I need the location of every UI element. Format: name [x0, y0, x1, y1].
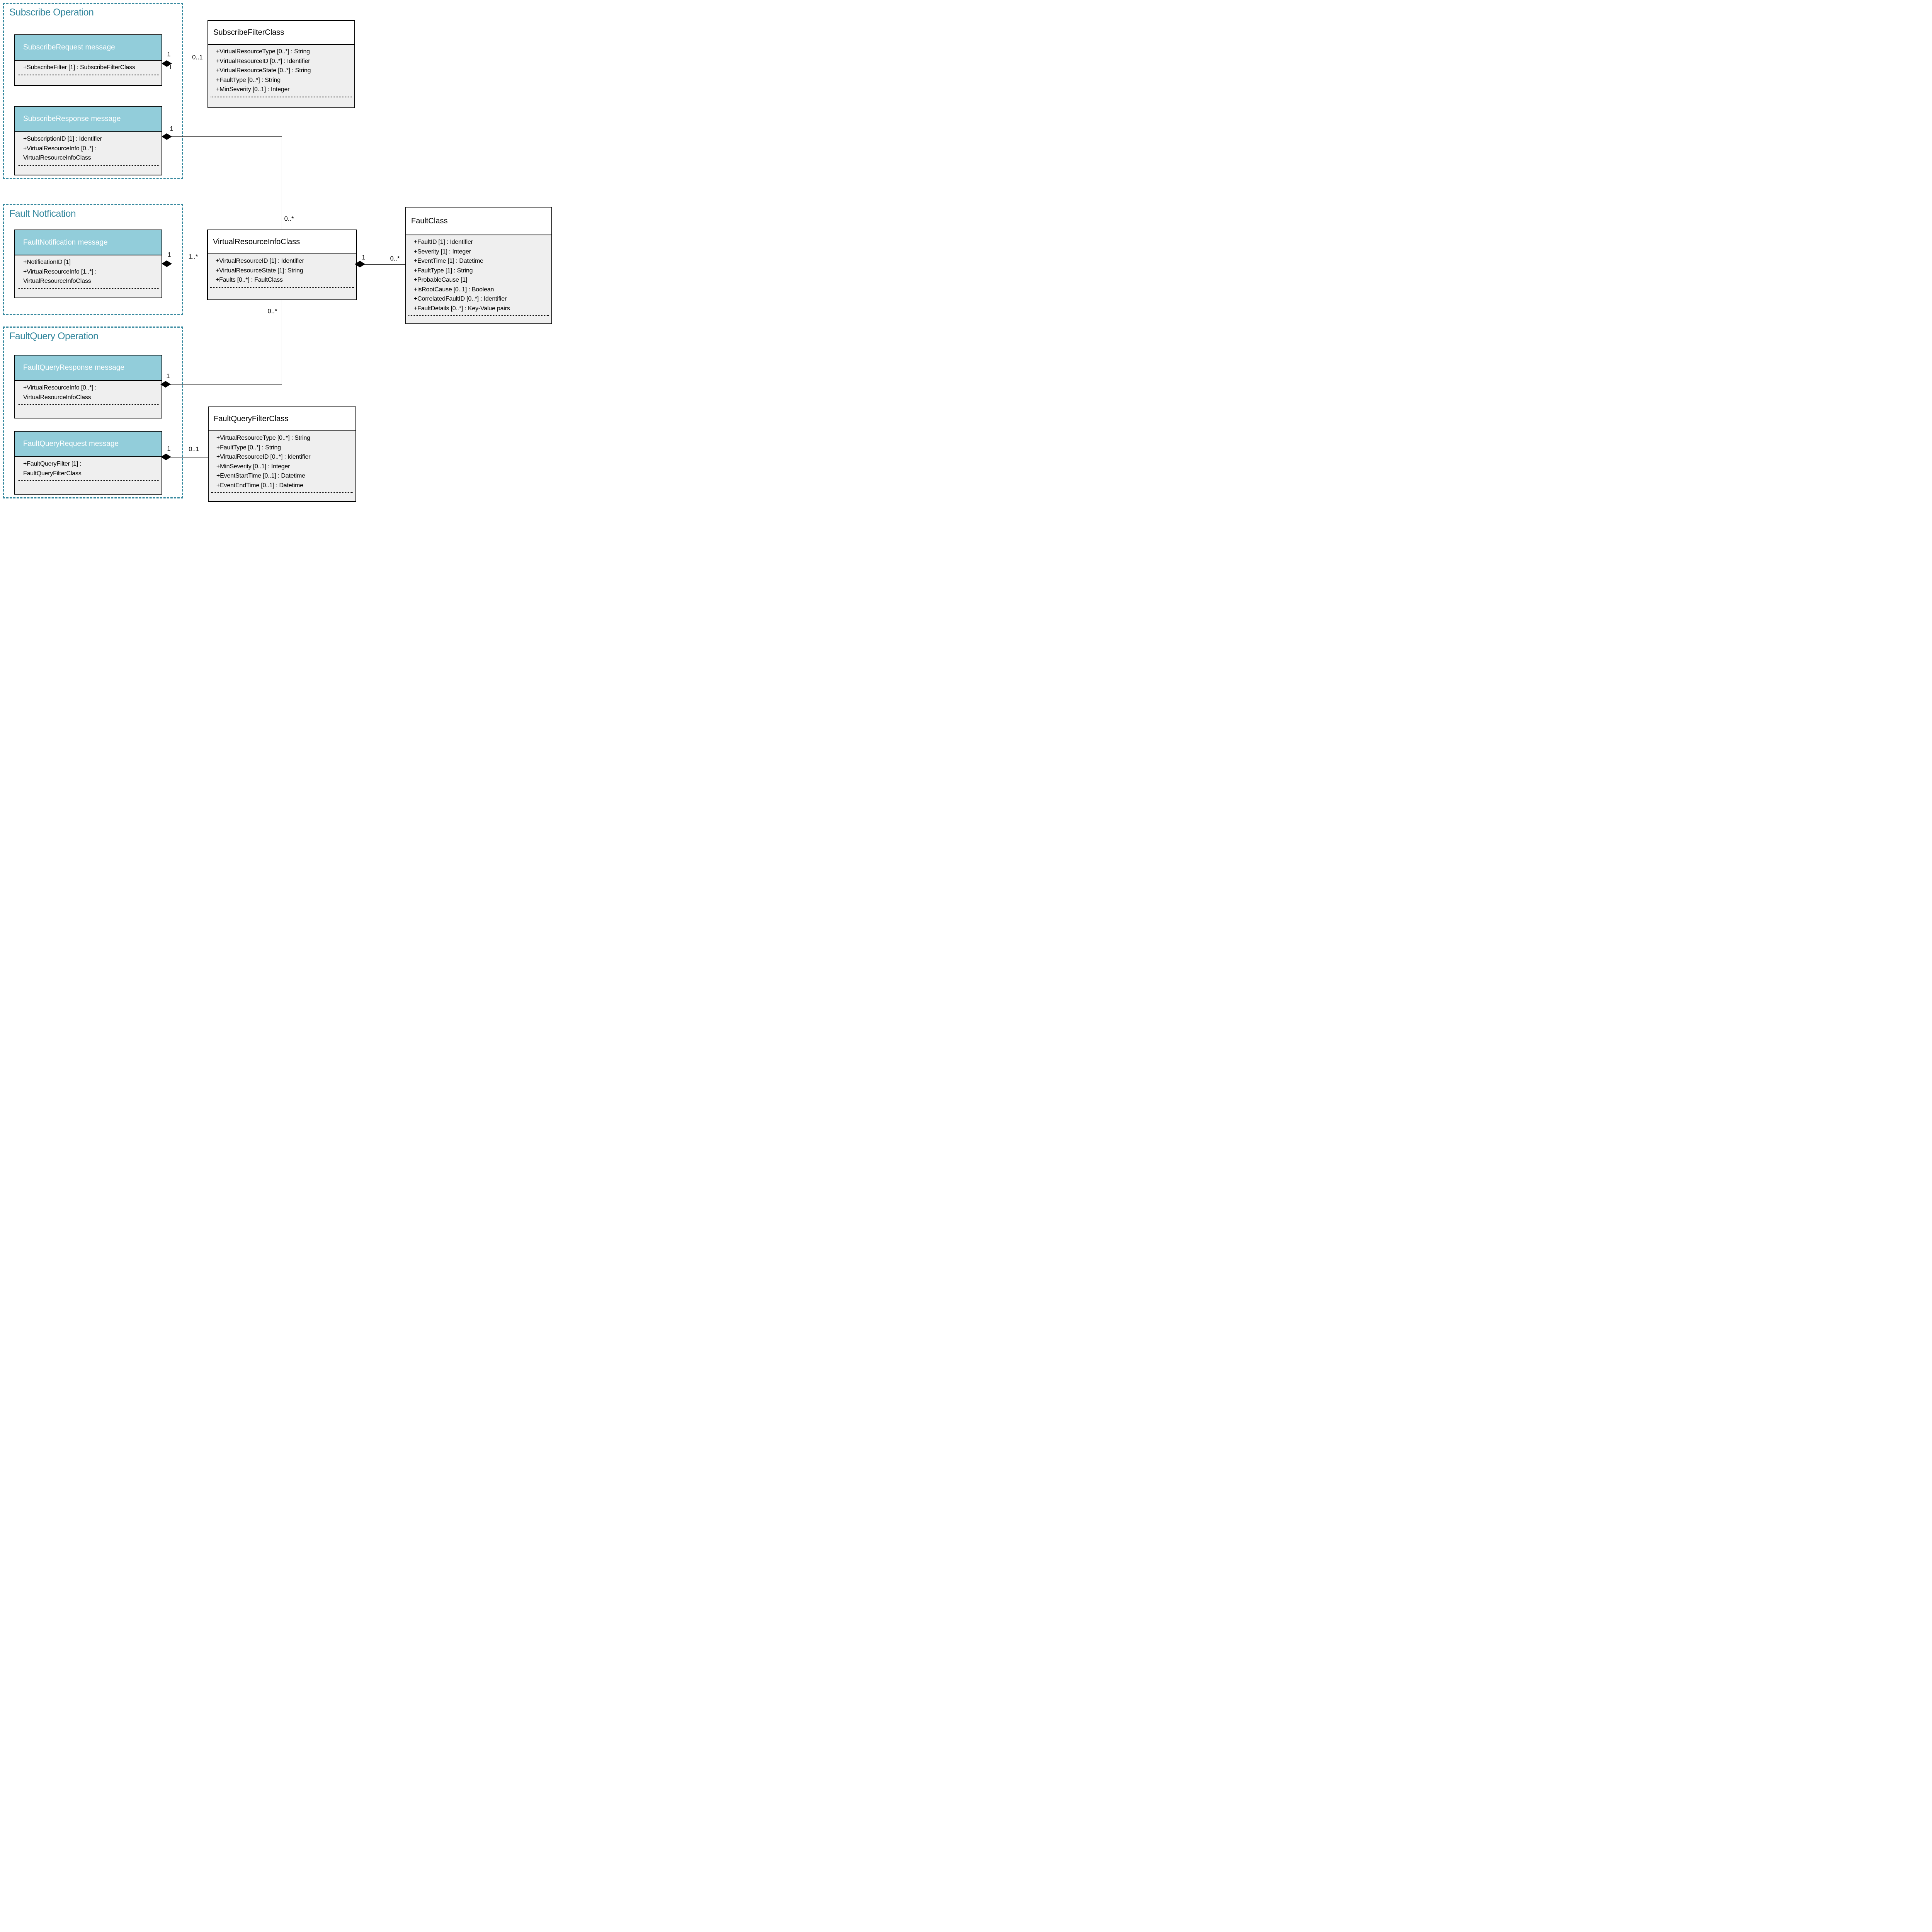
attribute: +CorrelatedFaultID [0..*] : Identifier: [414, 296, 507, 302]
attribute-compartment: +SubscriptionID [1] : Identifier +Virtua…: [15, 132, 162, 175]
attribute: +SubscriptionID [1] : Identifier: [23, 136, 102, 142]
connector-line: [169, 384, 282, 385]
class-title: SubscribeFilterClass: [208, 21, 354, 45]
group-faultquery-operation: FaultQuery Operation: [3, 327, 183, 498]
attribute-compartment: +VirtualResourceType [0..*] : String +Vi…: [208, 45, 354, 107]
attribute-compartment: +NotificationID [1] +VirtualResourceInfo…: [15, 255, 162, 298]
attribute: +ProbableCause [1]: [414, 277, 468, 283]
attribute: +EventEndTime [0..1] : Datetime: [216, 482, 303, 489]
attribute: +VirtualResourceInfo [1..*] :: [23, 268, 97, 275]
class-faultqueryrequest-message: FaultQueryRequest message +FaultQueryFil…: [14, 431, 162, 495]
class-subscribefilterclass: SubscribeFilterClass +VirtualResourceTyp…: [207, 20, 355, 108]
connector-line: [170, 65, 171, 69]
attribute: +VirtualResourceState [0..*] : String: [216, 67, 311, 74]
multiplicity-label: 1: [166, 372, 170, 380]
attribute: +FaultQueryFilter [1] :: [23, 461, 82, 467]
attribute: +Faults [0..*] : FaultClass: [216, 277, 283, 283]
attribute: +VirtualResourceInfo [0..*] :: [23, 145, 97, 152]
multiplicity-label: 0..*: [390, 255, 400, 262]
multiplicity-label: 1: [167, 51, 171, 58]
attribute: +FaultDetails [0..*] : Key-Value pairs: [414, 305, 510, 312]
group-subscribe-operation: Subscribe Operation: [3, 3, 183, 179]
compartment-divider: [18, 480, 159, 481]
group-title-subscribe-operation: Subscribe Operation: [9, 7, 94, 18]
group-title-fault-notification: Fault Notfication: [9, 208, 76, 219]
class-title: SubscribeResponse message: [15, 107, 162, 132]
attribute: +Severity [1] : Integer: [414, 248, 471, 255]
connector-line: [170, 264, 207, 265]
class-title: FaultNotification message: [15, 230, 162, 255]
attribute: +FaultID [1] : Identifier: [414, 239, 473, 245]
composition-diamond-icon: [162, 133, 172, 140]
attribute-compartment: +FaultID [1] : Identifier +Severity [1] …: [406, 235, 551, 323]
multiplicity-label: 0..1: [189, 446, 199, 453]
attribute: +MinSeverity [0..1] : Integer: [216, 86, 290, 93]
attribute: +VirtualResourceState [1]: String: [216, 267, 303, 274]
class-title: VirtualResourceInfoClass: [208, 230, 356, 254]
attribute: +SubscribeFilter [1] : SubscribeFilterCl…: [23, 64, 135, 71]
multiplicity-label: 0..*: [267, 308, 277, 315]
connector-line: [170, 457, 208, 458]
attribute: +VirtualResourceType [0..*] : String: [216, 435, 310, 441]
compartment-divider: [18, 288, 159, 289]
attribute-compartment: +VirtualResourceInfo [0..*] : VirtualRes…: [15, 381, 162, 418]
attribute: +VirtualResourceInfo [0..*] :: [23, 384, 97, 391]
group-fault-notification: Fault Notfication: [3, 204, 183, 315]
composition-diamond-icon: [160, 381, 171, 388]
compartment-divider: [211, 492, 353, 493]
attribute: +VirtualResourceID [0..*] : Identifier: [216, 454, 311, 460]
multiplicity-label: 1: [167, 251, 171, 259]
attribute: +VirtualResourceType [0..*] : String: [216, 48, 310, 55]
composition-diamond-icon: [161, 454, 171, 460]
attribute: +FaultType [0..*] : String: [216, 77, 281, 83]
attribute: +VirtualResourceID [0..*] : Identifier: [216, 58, 310, 65]
group-title-faultquery-operation: FaultQuery Operation: [9, 331, 99, 342]
composition-diamond-icon: [162, 260, 172, 267]
class-faultclass: FaultClass +FaultID [1] : Identifier +Se…: [405, 207, 552, 324]
compartment-divider: [18, 404, 159, 405]
class-subscriberequest-message: SubscribeRequest message +SubscribeFilte…: [14, 34, 162, 86]
class-title: SubscribeRequest message: [15, 35, 162, 61]
class-title: FaultQueryResponse message: [15, 355, 162, 381]
compartment-divider: [210, 287, 354, 288]
multiplicity-label: 0..*: [284, 215, 294, 223]
composition-diamond-icon: [162, 60, 172, 67]
class-title: FaultQueryRequest message: [15, 432, 162, 457]
uml-class-diagram: Subscribe Operation Fault Notfication Fa…: [0, 0, 554, 507]
composition-diamond-icon: [355, 261, 365, 267]
multiplicity-label: 1: [170, 125, 173, 133]
class-title: FaultClass: [406, 207, 551, 235]
attribute: VirtualResourceInfoClass: [23, 155, 91, 161]
class-faultqueryfilterclass: FaultQueryFilterClass +VirtualResourceTy…: [208, 406, 356, 502]
attribute: +isRootCause [0..1] : Boolean: [414, 286, 494, 293]
multiplicity-label: 0..1: [192, 54, 203, 61]
multiplicity-label: 1..*: [188, 253, 198, 260]
attribute-compartment: +VirtualResourceID [1] : Identifier +Vir…: [208, 254, 356, 299]
attribute: VirtualResourceInfoClass: [23, 394, 91, 401]
attribute: +VirtualResourceID [1] : Identifier: [216, 258, 304, 264]
class-title: FaultQueryFilterClass: [209, 407, 355, 431]
attribute: +EventTime [1] : Datetime: [414, 258, 483, 264]
attribute: VirtualResourceInfoClass: [23, 278, 91, 284]
attribute: +MinSeverity [0..1] : Integer: [216, 463, 290, 470]
class-virtualresourceinfoclass: VirtualResourceInfoClass +VirtualResourc…: [207, 230, 357, 300]
attribute: +FaultType [1] : String: [414, 267, 473, 274]
compartment-divider: [18, 165, 159, 166]
class-faultqueryresponse-message: FaultQueryResponse message +VirtualResou…: [14, 355, 162, 418]
class-faultnotification-message: FaultNotification message +NotificationI…: [14, 230, 162, 298]
connector-line: [170, 136, 282, 137]
class-subscriberesponse-message: SubscribeResponse message +SubscriptionI…: [14, 106, 162, 175]
connector-line: [170, 68, 208, 70]
attribute-compartment: +SubscribeFilter [1] : SubscribeFilterCl…: [15, 61, 162, 85]
attribute: +FaultType [0..*] : String: [216, 444, 281, 451]
attribute-compartment: +VirtualResourceType [0..*] : String +Fa…: [209, 431, 355, 501]
attribute: +EventStartTime [0..1] : Datetime: [216, 473, 305, 479]
multiplicity-label: 1: [362, 254, 366, 261]
attribute: +NotificationID [1]: [23, 259, 71, 265]
connector-line: [364, 264, 406, 265]
attribute: FaultQueryFilterClass: [23, 470, 82, 477]
compartment-divider: [408, 315, 549, 316]
multiplicity-label: 1: [167, 445, 171, 452]
attribute-compartment: +FaultQueryFilter [1] : FaultQueryFilter…: [15, 457, 162, 494]
